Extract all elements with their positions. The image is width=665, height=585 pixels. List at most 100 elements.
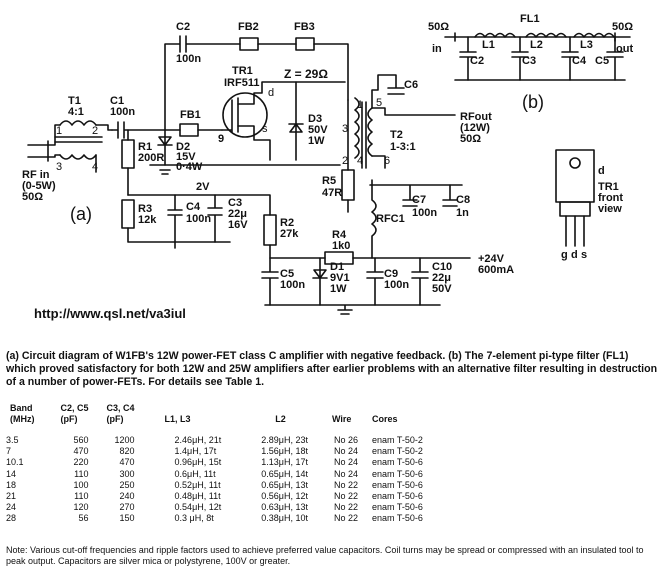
panel-a-label: (a) [70,204,92,224]
fb1-label: FB1 [180,109,201,121]
c4-label: C4 [186,201,201,213]
table-cell: 1.4μH, 17t [174,446,217,457]
d2-label: D2 [176,141,190,153]
tr1-pin-d: d [268,87,274,99]
z-label: Z = 29Ω [284,67,328,81]
table-cell: 150 [119,513,135,524]
v2-label: 2V [196,181,210,193]
tr1-view-view: view [598,203,622,215]
table-cell: enam T-50-6 [372,479,423,490]
c4-value: 100n [186,213,211,225]
tr1-view-front: front [598,192,623,204]
table-cell: No 22 [333,502,359,513]
tr1-pin-s: s [262,123,268,135]
circuit-diagram: RF in (0-5W) 50Ω T1 4:1 1 2 3 4 C1 100n … [22,13,633,321]
panel-b-label: (b) [522,92,544,112]
r1-value: 200R [138,152,164,164]
c8-value: 1n [456,207,469,219]
c5-label: C5 [280,268,294,280]
table-cell: 18 [6,479,17,490]
c8-label: C8 [456,194,470,206]
d2-power: 0·4W [176,161,203,173]
table-cell: 110 [74,468,89,479]
filter-l1: L1 [482,39,495,51]
c9-value: 100n [384,279,409,291]
tr1-view-label: TR1 [598,181,619,193]
t1-pin-1: 1 [56,125,62,137]
rf-out-impedance: 50Ω [460,133,481,145]
table-cell: 110 [74,491,89,502]
t2-pin-5: 5 [376,97,382,109]
table-header-row: Band(MHz) C2, C5(pF) C3, C4(pF) L1, L3 L… [6,403,427,425]
table-cell: 14 [6,468,17,479]
table-cell: enam T-50-6 [372,513,423,524]
filter-c5: C5 [595,55,609,67]
col-wire: Wire [331,414,352,424]
filter-in-label: in [432,43,442,55]
c3-label: C3 [228,197,242,209]
c7-label: C7 [412,194,426,206]
table-cell: No 22 [333,491,359,502]
table-cell: 250 [119,479,135,490]
table-cell: 0.52μH, 11t [174,479,221,490]
r4-label: R4 [332,229,347,241]
table-cell: No 24 [333,457,359,468]
d3-voltage: 50V [308,124,328,136]
filter-c3: C3 [522,55,536,67]
c3-cap: 22μ [228,208,247,220]
r1-label: R1 [138,141,152,153]
c7-value: 100n [412,207,437,219]
r3-label: R3 [138,203,152,215]
t2-pin-3: 3 [342,123,348,135]
rf-in-power: (0-5W) [22,180,56,192]
r5-label: R5 [322,175,336,187]
r3-value: 12k [138,214,157,226]
table-cell: No 22 [333,513,359,524]
tr1-part: IRF511 [224,77,259,89]
table-cell: 120 [73,502,89,513]
d2-voltage: 15V [176,151,196,163]
table-cell: 0.63μH, 13t [261,502,308,513]
r5-value: 47R [322,187,342,199]
c10-label: C10 [432,261,452,273]
source-url: http://www.qsl.net/va3iul [34,306,186,321]
table-cell: enam T-50-6 [372,491,423,502]
c2-value: 100n [176,53,201,65]
table-cell: No 22 [333,479,359,490]
table-cell: 240 [119,491,135,502]
table-cell: No 26 [333,435,359,445]
tr1-view-tab-label: d [598,165,605,177]
rfc1-label: RFC1 [376,213,405,225]
table-cell: 220 [73,457,89,468]
d3-power: 1W [308,135,325,147]
table-cell: 28 [6,513,17,524]
table-cell: 820 [119,446,135,457]
d1-power: 1W [330,283,347,295]
filter-c2: C2 [470,55,484,67]
col-band: Band(MHz) [10,403,35,424]
filter-l2: L2 [530,39,543,51]
r2-label: R2 [280,217,294,229]
filter-l3: L3 [580,39,593,51]
tr1-label: TR1 [232,65,253,77]
table-cell: enam T-50-6 [372,502,423,513]
table-cell: 560 [73,435,89,445]
table-cell: 470 [119,457,135,468]
c10-cap: 22μ [432,272,451,284]
col-l1-l3: L1, L3 [164,414,191,424]
t2-pin-1: 1 [357,99,363,111]
col-l2: L2 [275,414,286,424]
rf-in-impedance: 50Ω [22,191,43,203]
tr1-view-lead-s: s [581,249,587,261]
t1-ratio: 4:1 [68,106,84,118]
filter-out-label: out [616,43,633,55]
c5-value: 100n [280,279,305,291]
table-cell: 300 [119,468,135,479]
d1-label: D1 [330,261,344,273]
component-table: Band(MHz) C2, C5(pF) C3, C4(pF) L1, L3 L… [6,403,427,525]
c6-label: C6 [404,79,418,91]
